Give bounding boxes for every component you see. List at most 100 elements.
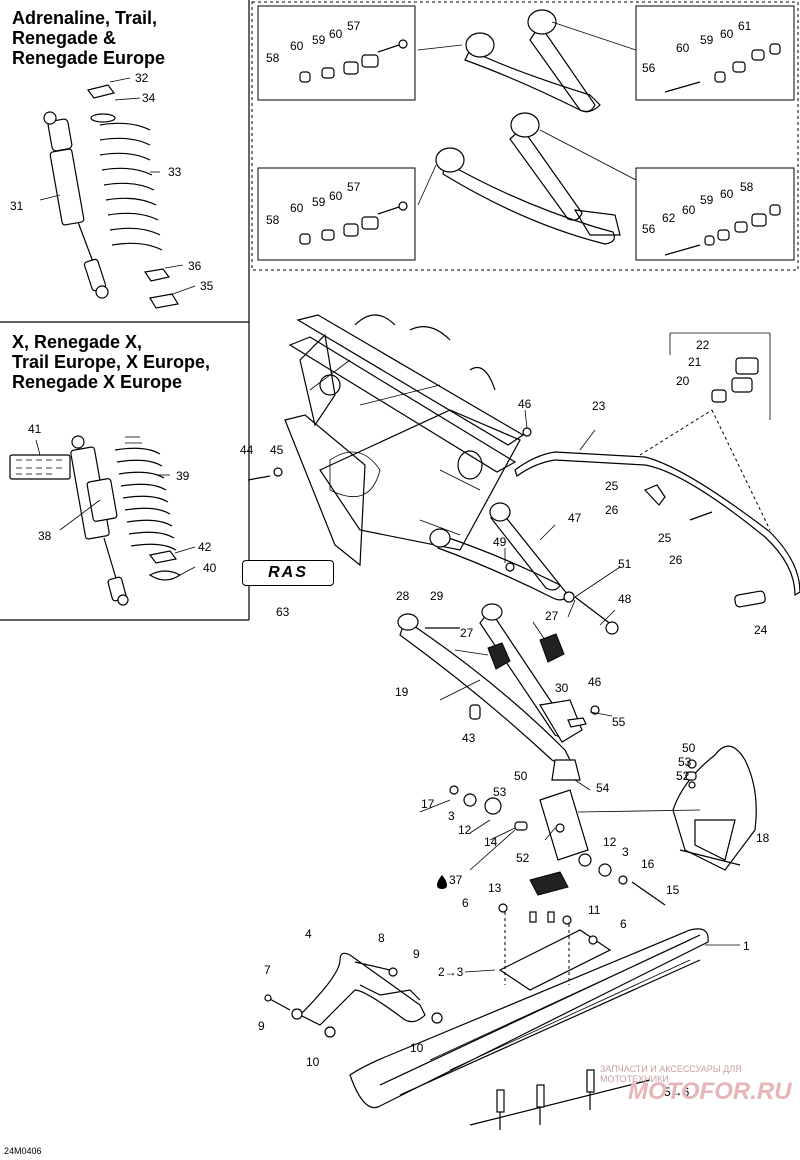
callout-32: 32: [135, 71, 149, 85]
callout-53b: 53: [493, 785, 507, 799]
callout-57b: 57: [347, 180, 361, 194]
callout-34: 34: [142, 91, 156, 105]
callout-33: 33: [168, 165, 182, 179]
spindle: [449, 759, 701, 906]
callout-57a: 57: [347, 19, 361, 33]
callout-52a: 52: [676, 769, 690, 783]
callout-9a: 9: [413, 947, 420, 961]
callout-2: 2→3: [438, 965, 464, 979]
callout-46a: 46: [518, 397, 532, 411]
callout-3a: 3: [448, 809, 455, 823]
callout-50b: 50: [514, 769, 528, 783]
ski-handle: [264, 952, 443, 1038]
panel-title-standard-models: Adrenaline, Trail, Renegade & Renegade E…: [12, 8, 166, 68]
callout-8: 8: [378, 931, 385, 945]
callout-58c: 58: [740, 180, 754, 194]
callout-25a: 25: [605, 479, 619, 493]
callout-60a: 60: [329, 27, 343, 41]
callout-27a: 27: [545, 609, 559, 623]
callout-25b: 25: [658, 531, 672, 545]
callout-49: 49: [493, 535, 507, 549]
callout-52b: 52: [516, 851, 530, 865]
callout-53a: 53: [678, 755, 692, 769]
callout-12b: 12: [603, 835, 617, 849]
document-code: 24M0406: [4, 1146, 42, 1156]
callout-27b: 27: [460, 626, 474, 640]
callout-10a: 10: [306, 1055, 320, 1069]
panel-frames: [0, 0, 799, 621]
callout-3b: 3: [622, 845, 629, 859]
callout-59b: 59: [700, 33, 714, 47]
callout-5: 5→6: [664, 1085, 690, 1099]
callout-58a: 58: [266, 51, 280, 65]
callout-56b: 56: [642, 222, 656, 236]
callout-13: 13: [488, 881, 502, 895]
shock-absorber-assembly-b: [9, 435, 182, 606]
callout-19: 19: [395, 685, 409, 699]
callout-11: 11: [588, 903, 601, 917]
callout-6b: 6: [620, 917, 627, 931]
callout-22: 22: [696, 338, 710, 352]
callout-62: 62: [662, 211, 676, 225]
callout-26a: 26: [605, 503, 619, 517]
leader-lines: [35, 77, 740, 973]
ski-leg: [672, 745, 757, 871]
upper-a-arm: [247, 427, 619, 635]
callout-18: 18: [756, 831, 770, 845]
callout-55: 55: [612, 715, 626, 729]
callout-38: 38: [38, 529, 52, 543]
callout-59a: 59: [312, 33, 326, 47]
callout-60d: 60: [676, 41, 690, 55]
callout-63: 63: [276, 605, 290, 619]
callout-12a: 12: [458, 823, 472, 837]
callout-9b: 9: [258, 1019, 265, 1033]
callout-1: 1: [743, 939, 750, 953]
callout-26b: 26: [669, 553, 683, 567]
callout-36: 36: [188, 259, 202, 273]
callout-40: 40: [203, 561, 217, 575]
callout-10b: 10: [410, 1041, 424, 1055]
callout-16: 16: [641, 857, 655, 871]
lubricant-drop-icon: [437, 875, 447, 889]
ski: [349, 903, 709, 1130]
watermark-text: ЗАПЧАСТИ И АКСЕССУАРЫ ДЛЯ МОТОТЕХНИКИ: [600, 1064, 742, 1084]
callout-42: 42: [198, 540, 212, 554]
callout-7: 7: [264, 963, 271, 977]
callout-59c: 59: [312, 195, 326, 209]
callout-60f: 60: [290, 201, 304, 215]
callout-20: 20: [676, 374, 690, 388]
bushing-kit-details: [299, 39, 781, 256]
callout-61: 61: [738, 19, 752, 33]
callout-28: 28: [396, 589, 410, 603]
ras-logo: RAS: [242, 560, 334, 586]
callout-60g: 60: [720, 187, 734, 201]
callout-37: 37: [449, 873, 463, 887]
lower-a-arm: [397, 603, 600, 764]
callout-46b: 46: [588, 675, 602, 689]
callout-60h: 60: [682, 203, 696, 217]
shock-absorber-assembly-a: [43, 84, 179, 309]
chassis-frame: [284, 314, 525, 567]
callout-14: 14: [484, 835, 498, 849]
callout-48: 48: [618, 592, 632, 606]
callout-4: 4: [305, 927, 312, 941]
callout-23: 23: [592, 399, 606, 413]
ras-logo-text: RAS: [268, 564, 308, 581]
callout-30: 30: [555, 681, 569, 695]
callout-31: 31: [10, 199, 24, 213]
anti-sway-bar: [514, 332, 800, 608]
callout-60c: 60: [720, 27, 734, 41]
callout-50a: 50: [682, 741, 696, 755]
callout-60b: 60: [290, 39, 304, 53]
callout-54: 54: [596, 781, 610, 795]
callout-15: 15: [666, 883, 680, 897]
callout-59d: 59: [700, 193, 714, 207]
callout-6a: 6: [462, 896, 469, 910]
callout-56a: 56: [642, 61, 656, 75]
callout-35: 35: [200, 279, 214, 293]
callout-24: 24: [754, 623, 768, 637]
callout-45: 45: [270, 443, 284, 457]
callout-51: 51: [618, 557, 632, 571]
a-arm-bushing-kits: [417, 9, 637, 245]
